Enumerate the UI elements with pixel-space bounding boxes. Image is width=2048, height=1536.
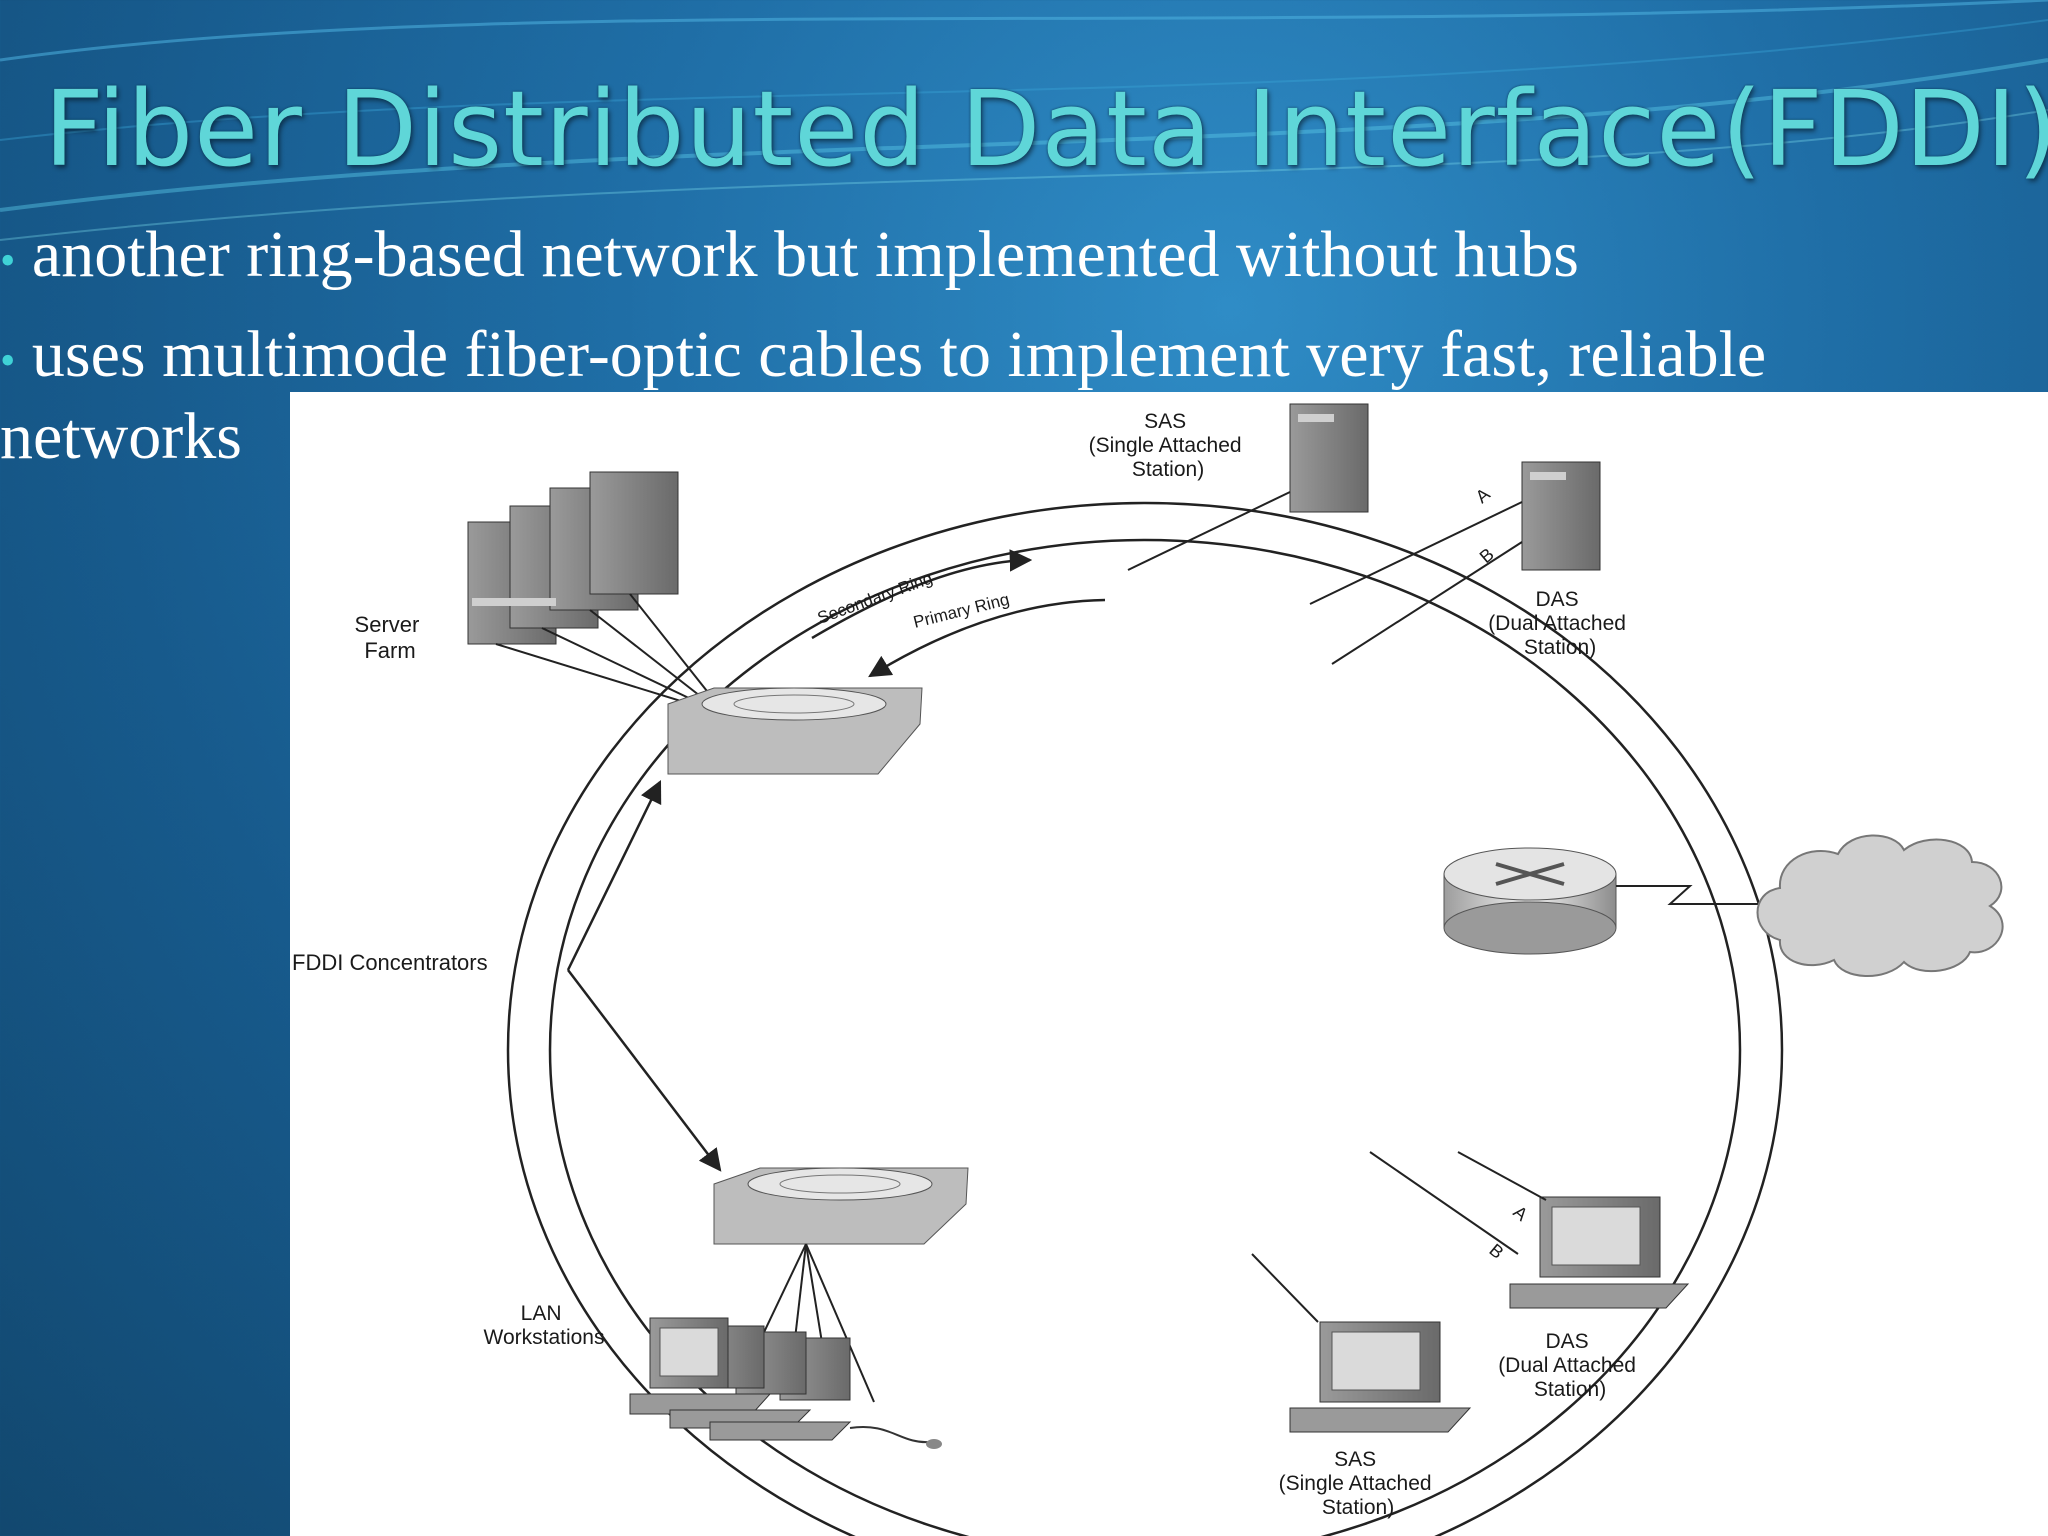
das-bottom-port-a: A — [1509, 1202, 1531, 1225]
das-bottom-label: DAS (Dual Attached Station) — [1498, 1330, 1642, 1401]
bullet-2-continuation: networks — [0, 400, 242, 473]
sas-bottom-label: SAS (Single Attached Station) — [1279, 1448, 1438, 1519]
concentrator-arrow-top — [566, 779, 662, 971]
das-top-port-a: A — [1472, 484, 1494, 507]
sas-top-label: SAS (Single Attached Station) — [1089, 410, 1248, 481]
das-top-port-b: B — [1476, 544, 1498, 567]
wan-link — [1616, 885, 1774, 905]
outer-ring — [506, 501, 1784, 1536]
primary-ring-arrow — [868, 598, 1106, 678]
bullet-dot: • — [0, 235, 16, 285]
slide-title: Fiber Distributed Data Interface(FDDI) — [44, 68, 2048, 190]
fddi-concentrator-top — [667, 687, 923, 775]
bullet-1-text: another ring-based network but implement… — [31, 218, 1579, 291]
wan-cloud — [1756, 834, 2004, 977]
bullet-2: • uses multimode fiber-optic cables to i… — [0, 314, 1766, 402]
das-bottom-station — [1369, 1151, 1690, 1309]
inner-ring — [548, 538, 1742, 1536]
das-top-label: DAS (Dual Attached Station) — [1488, 588, 1632, 659]
das-bottom-port-b: B — [1485, 1240, 1507, 1263]
server-farm-label: Server Farm — [355, 612, 426, 663]
fddi-diagram-svg: Secondary Ring Primary Ring Server Farm — [292, 403, 2004, 1536]
fddi-concentrators-label: FDDI Concentrators — [292, 950, 488, 975]
sas-top-station — [1127, 403, 1369, 571]
fddi-concentrator-bottom — [713, 1167, 969, 1245]
primary-ring-label: Primary Ring — [911, 590, 1011, 632]
router — [1443, 847, 1617, 955]
sas-bottom-station — [1251, 1253, 1472, 1433]
fddi-diagram: Secondary Ring Primary Ring Server Farm — [290, 392, 2048, 1536]
lan-workstations-label: LAN Workstations — [484, 1302, 605, 1349]
bullet-2-text: uses multimode fiber-optic cables to imp… — [31, 318, 1767, 391]
background-swoosh — [0, 0, 2048, 241]
lan-workstations — [629, 1243, 942, 1449]
server-farm — [467, 471, 723, 711]
concentrator-arrow-bottom — [567, 969, 722, 1172]
bullet-dot: • — [0, 335, 16, 385]
bullet-1: • another ring-based network but impleme… — [0, 214, 1579, 302]
secondary-ring-arrow — [811, 549, 1033, 640]
das-top-station — [1309, 461, 1601, 665]
